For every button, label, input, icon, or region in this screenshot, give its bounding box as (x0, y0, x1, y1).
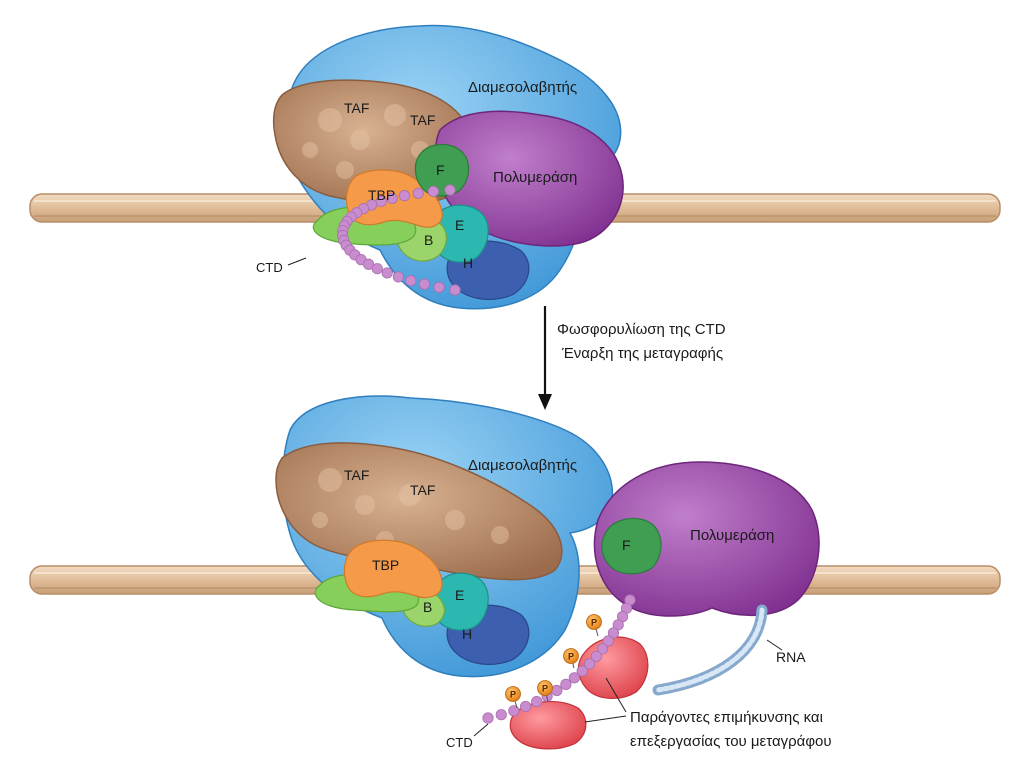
ctd-bead (362, 258, 375, 270)
ctd-bead (568, 672, 580, 684)
ctd-bead (433, 281, 445, 293)
ctd-bead (607, 627, 620, 639)
ctd-bead (508, 705, 520, 717)
ctd-bead (418, 278, 430, 290)
taf-texture-top (302, 104, 429, 179)
ctd-bead (398, 190, 411, 202)
ctd-bead (495, 709, 507, 721)
rna-label: RNA (776, 649, 806, 665)
phosphate-label: P (510, 690, 516, 700)
tbp-bottom (343, 539, 443, 599)
top-complex: TAF TAF Διαμεσολαβητής Πολυμεράση TBP F … (29, 24, 1001, 310)
taf-label-bottom-1: TAF (344, 467, 369, 483)
ctd-bead (381, 267, 393, 279)
polymerase-label-bottom: Πολυμεράση (690, 527, 774, 544)
ctd-bead (371, 263, 383, 275)
bottom-complex: P P P P TAF TAF Διαμεσολαβητής Πολυμεράση T… (29, 395, 1001, 750)
ctd-pointer-top (287, 257, 307, 266)
phosphate-label: P (591, 618, 597, 628)
ctd-beads-bottom (482, 594, 636, 724)
mediator-label-bottom: Διαμεσολαβητής (468, 457, 577, 474)
ctd-pointer-bottom (473, 723, 489, 737)
factor-e-label-bottom: E (455, 587, 464, 603)
ctd-bead (583, 658, 596, 670)
elongation-factor-lower (509, 701, 587, 750)
factor-b-label-bottom: B (423, 599, 432, 615)
transition-step: Φωσφορυλίωση της CTD Έναρξη της μεταγραφ… (538, 306, 726, 410)
ctd-bead (560, 678, 572, 690)
taf-label-bottom-2: TAF (410, 482, 435, 498)
tbp-label-bottom: TBP (372, 557, 399, 573)
factor-h-label-bottom: H (462, 626, 472, 642)
factor-f-top (414, 143, 470, 197)
phosphate-icon (563, 648, 579, 664)
transition-line-1: Φωσφορυλίωση της CTD (557, 321, 726, 338)
ctd-bead (412, 187, 424, 199)
ctd-beads-top (337, 184, 461, 296)
ctd-bead (531, 696, 543, 708)
factor-e-label-top: E (455, 217, 464, 233)
phosphate-label: P (542, 684, 548, 694)
phosphate-label: P (568, 652, 574, 662)
factor-h-label-top: H (463, 255, 473, 271)
taf-label-top-2: TAF (410, 112, 435, 128)
phosphate-icon (586, 614, 602, 630)
factor-f-label-bottom: F (622, 537, 631, 553)
ctd-bead (405, 275, 417, 287)
polymerase-label-top: Πολυμεράση (493, 169, 577, 186)
elongation-factors-label-2: επεξεργασίας του μεταγράφου (630, 733, 832, 750)
ctd-bead (449, 284, 461, 296)
taf-label-top-1: TAF (344, 100, 369, 116)
ctd-bead (520, 700, 532, 713)
down-arrow-icon (538, 394, 552, 410)
ctd-bead (551, 684, 563, 697)
elongation-factors-label-1: Παράγοντες επιμήκυνσης και (630, 709, 823, 726)
taf-bottom (275, 442, 563, 581)
ctd-bead (392, 271, 405, 283)
phosphate-icon (537, 680, 553, 696)
phosphate-groups: P P P P (505, 614, 602, 709)
ctd-bead (427, 185, 440, 198)
rna-pointer (766, 639, 783, 651)
ctd-label-bottom: CTD (446, 735, 473, 750)
ctd-bead (386, 192, 398, 204)
phosphate-icon (505, 686, 521, 702)
elongation-pointer-lower (584, 715, 627, 723)
elongation-pointer-upper (605, 677, 627, 713)
ctd-bead (576, 665, 588, 677)
ctd-label-top: CTD (256, 260, 283, 275)
ctd-bead (602, 635, 614, 647)
mediator-label-top: Διαμεσολαβητής (468, 79, 577, 96)
transition-line-2: Έναρξη της μεταγραφής (561, 345, 723, 362)
rna-strand-highlight (655, 607, 765, 693)
ctd-bead (444, 184, 456, 196)
ctd-bead (482, 712, 494, 724)
factor-f-label-top: F (436, 162, 445, 178)
factor-f-bottom (601, 517, 662, 575)
factor-b-label-top: B (424, 232, 433, 248)
ctd-bead (590, 650, 602, 663)
ctd-bead (596, 643, 609, 655)
tbp-label-top: TBP (368, 187, 395, 203)
